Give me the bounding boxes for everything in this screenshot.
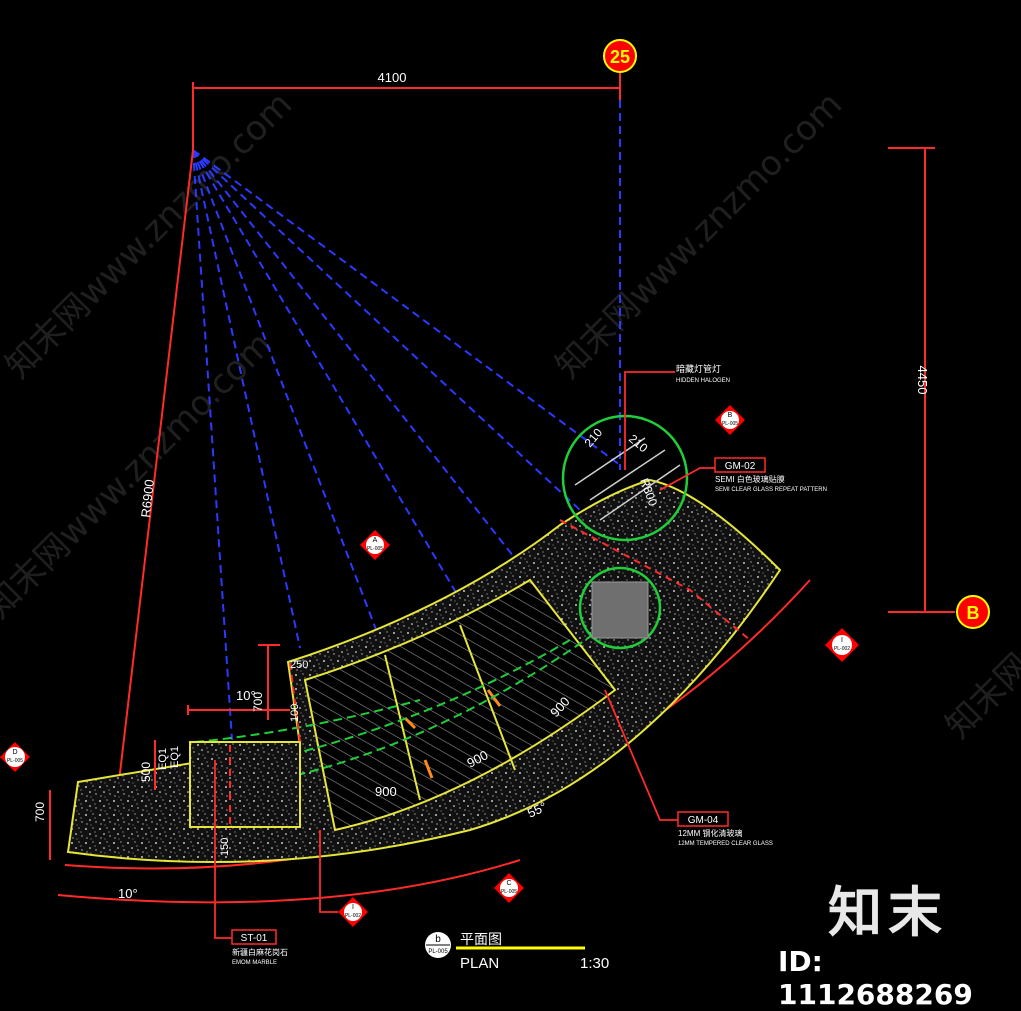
svg-text:ST-01: ST-01 bbox=[241, 933, 268, 944]
label-gm04: GM-04 12MM 钢化清玻璃 12MM TEMPERED CLEAR GLA… bbox=[677, 811, 773, 847]
circle-hatch bbox=[574, 437, 646, 486]
svg-text:B: B bbox=[728, 412, 733, 419]
dim-100: 100 bbox=[289, 704, 301, 722]
label-hidden-light: 暗藏灯管灯 HIDDEN HALOGEN bbox=[676, 363, 730, 384]
dim-eq2: EQ1 bbox=[169, 746, 181, 768]
watermark-text: 知末网www.znzmo.com bbox=[548, 84, 850, 386]
dim-700-mid: 700 bbox=[251, 692, 265, 712]
grid-bubble-top-label: 25 bbox=[610, 47, 630, 67]
dim-radius-label: R6900 bbox=[138, 479, 157, 519]
dim-right-height-label: 4450 bbox=[915, 366, 930, 395]
svg-text:A: A bbox=[373, 537, 378, 544]
drawing-title: b PL-005 平面图 PLAN 1:30 bbox=[425, 931, 609, 972]
callout-d: D PL-005 bbox=[0, 742, 30, 772]
svg-text:SEMI 白色玻璃贴膜: SEMI 白色玻璃贴膜 bbox=[715, 474, 785, 484]
callout-e-bottom: I PL-002 bbox=[338, 897, 368, 927]
dim-top-width-label: 4100 bbox=[378, 70, 407, 85]
angle-left-top: 10° bbox=[236, 688, 256, 703]
small-dim-lines bbox=[49, 644, 290, 860]
svg-text:HIDDEN HALOGEN: HIDDEN HALOGEN bbox=[676, 378, 730, 384]
svg-text:I: I bbox=[352, 904, 354, 911]
title-en: PLAN bbox=[460, 955, 499, 972]
title-cn: 平面图 bbox=[460, 931, 502, 947]
glass-hatch bbox=[305, 580, 615, 830]
title-scale: 1:30 bbox=[580, 955, 609, 972]
grid-bubble-right: B bbox=[956, 595, 990, 629]
dim-eq1: EQ1 bbox=[157, 748, 169, 770]
svg-text:GM-02: GM-02 bbox=[725, 461, 756, 472]
svg-text:暗藏灯管灯: 暗藏灯管灯 bbox=[676, 363, 721, 374]
svg-text:PL-002: PL-002 bbox=[345, 913, 361, 919]
dim-250: 250 bbox=[290, 659, 308, 671]
column-square bbox=[591, 581, 649, 639]
grid-bubble-top: 25 bbox=[603, 39, 637, 73]
svg-text:b: b bbox=[435, 934, 441, 945]
leader-lines bbox=[214, 371, 715, 939]
callout-e-right: I PL-002 bbox=[825, 628, 859, 662]
svg-text:SEMI CLEAR GLASS REPEAT PATTER: SEMI CLEAR GLASS REPEAT PATTERN bbox=[715, 487, 827, 493]
label-st01: ST-01 新疆白麻花岗石 EMOM MARBLE bbox=[231, 929, 288, 966]
callout-b: B PL-005 bbox=[715, 405, 745, 435]
glass-mullions bbox=[384, 624, 516, 801]
svg-text:PL-005: PL-005 bbox=[722, 421, 738, 427]
dim-500: 500 bbox=[139, 762, 153, 782]
watermark-text: 知末网www.znzmo.com bbox=[938, 444, 1021, 746]
svg-text:EMOM MARBLE: EMOM MARBLE bbox=[232, 960, 277, 966]
dim-900a: 900 bbox=[375, 784, 397, 799]
angle-left-bottom: 10° bbox=[118, 886, 138, 901]
brand-logo: 知末 bbox=[828, 881, 948, 944]
left-stone-block bbox=[189, 741, 301, 828]
radius-lines bbox=[117, 149, 194, 791]
grid-bubble-right-label: B bbox=[967, 603, 980, 623]
circle-hatch bbox=[599, 464, 681, 521]
svg-text:PL-005: PL-005 bbox=[7, 758, 23, 764]
orange-joints bbox=[403, 689, 502, 779]
callout-c: C PL-005 bbox=[494, 873, 524, 903]
svg-text:I: I bbox=[841, 637, 843, 644]
column-circle bbox=[578, 566, 662, 650]
construction-rays bbox=[192, 100, 621, 741]
svg-text:新疆白麻花岗石: 新疆白麻花岗石 bbox=[232, 947, 288, 957]
callout-a: A PL-005 bbox=[360, 530, 390, 560]
svg-text:D: D bbox=[12, 749, 17, 756]
svg-text:PL-005: PL-005 bbox=[501, 889, 517, 895]
dim-top-width bbox=[192, 72, 621, 150]
svg-text:PL-002: PL-002 bbox=[834, 646, 850, 652]
circle-hatch bbox=[589, 449, 666, 501]
dim-700-left: 700 bbox=[33, 802, 47, 822]
svg-text:PL-005: PL-005 bbox=[428, 949, 448, 955]
dim-right-height bbox=[888, 147, 955, 613]
svg-text:PL-005: PL-005 bbox=[367, 546, 383, 552]
svg-text:C: C bbox=[506, 880, 511, 887]
svg-text:12MM 钢化清玻璃: 12MM 钢化清玻璃 bbox=[678, 828, 742, 838]
label-gm02: GM-02 SEMI 白色玻璃贴膜 SEMI CLEAR GLASS REPEA… bbox=[714, 457, 827, 493]
dim-210b: 210 bbox=[626, 432, 651, 456]
red-dashed-lines bbox=[229, 519, 751, 830]
brand-id: ID: 1112688269 bbox=[778, 945, 973, 1011]
svg-text:12MM TEMPERED CLEAR GLASS: 12MM TEMPERED CLEAR GLASS bbox=[678, 841, 773, 847]
dim-150: 150 bbox=[219, 838, 231, 856]
svg-text:GM-04: GM-04 bbox=[688, 815, 719, 826]
